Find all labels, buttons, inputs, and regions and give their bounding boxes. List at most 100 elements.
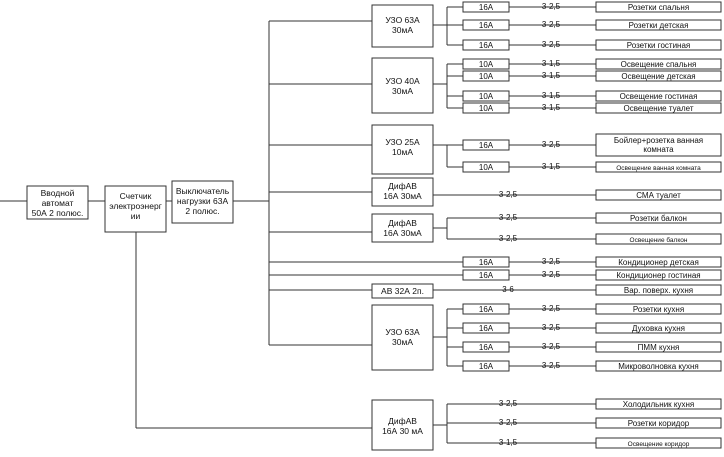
loads: Розетки спальня Розетки детская Розетки … <box>595 1 722 449</box>
rcd-label: УЗО 25А <box>385 137 420 147</box>
cable-label: 3-1,5 <box>542 103 561 112</box>
load-box <box>595 133 722 157</box>
breakers: 16А 16А 16А 10А 10А 10А 10А 16А 10А 16А … <box>462 1 510 372</box>
load-box <box>595 102 722 114</box>
breaker-rating: 16А <box>479 343 494 352</box>
breaker-box <box>462 256 510 268</box>
breaker-rating: 16А <box>479 21 494 30</box>
rcd-label: 30мА <box>392 337 413 347</box>
cable-label: 3-2,5 <box>542 2 561 11</box>
uzo-63a-kitchen-block: УЗО 63А 30мА <box>371 304 434 371</box>
load-label: Розетки спальня <box>628 3 689 12</box>
load-label: Холодильник кухня <box>623 400 694 409</box>
meter-block: Счетчик электроэнерг ии <box>104 185 167 233</box>
breaker-box <box>462 161 510 173</box>
load-label: Освещение спальня <box>621 60 697 69</box>
cable-label: 3-2,5 <box>542 270 561 279</box>
breaker-rating: 16А <box>479 41 494 50</box>
breaker-box <box>462 19 510 31</box>
load-label: Розетки балкон <box>630 214 687 223</box>
load-switch-label: Выключатель <box>176 186 230 196</box>
meter-box <box>104 185 167 233</box>
load-switch-label: 2 полюс. <box>185 206 219 216</box>
load-label: Освещение детская <box>621 72 695 81</box>
rcbo-label: ДифАВ <box>388 218 417 228</box>
load-box <box>595 322 722 334</box>
load-box <box>595 233 722 245</box>
rcd-box <box>371 124 434 175</box>
breaker-box <box>462 303 510 315</box>
breaker-box <box>462 58 510 70</box>
difav-sma-block: ДифАВ 16А 30мА <box>371 177 434 207</box>
load-box <box>595 39 722 51</box>
load-box <box>595 341 722 353</box>
breaker-rating: 10А <box>479 60 494 69</box>
load-label: СМА туалет <box>636 191 681 200</box>
load-label: Розетки кухня <box>633 305 684 314</box>
load-label: Розетки гостиная <box>627 41 690 50</box>
breaker-rating: 16А <box>479 258 494 267</box>
load-switch-block: Выключатель нагрузки 63А 2 полюс. <box>171 180 234 224</box>
breaker-rating: 10А <box>479 92 494 101</box>
rcd-label: УЗО 63А <box>385 327 420 337</box>
cable-label: 3-2,5 <box>542 361 561 370</box>
difav-balcony-block: ДифАВ 16А 30мА <box>371 213 434 243</box>
main-breaker-box <box>26 185 89 220</box>
rcd-box <box>371 57 434 114</box>
load-label: Духовка кухня <box>632 324 685 333</box>
load-label: Бойлер+розетка ванная <box>614 136 703 145</box>
cable-label: 3-1,5 <box>542 91 561 100</box>
load-box <box>595 90 722 102</box>
rcd-box <box>371 4 434 48</box>
breaker-rating: 16А <box>479 324 494 333</box>
load-box <box>595 161 722 173</box>
breaker-rating: 10А <box>479 104 494 113</box>
cable-labels: 3-2,5 3-2,5 3-2,5 3-1,5 3-1,5 3-1,5 3-1,… <box>499 2 561 447</box>
breaker-box <box>462 322 510 334</box>
load-box <box>595 269 722 281</box>
rcbo-label: ДифАВ <box>388 181 417 191</box>
uzo-63a-block: УЗО 63А 30мА <box>371 4 434 48</box>
load-label: Розетки детская <box>629 21 689 30</box>
load-label: Розетки коридор <box>628 419 690 428</box>
rcd-label: УЗО 63А <box>385 15 420 25</box>
wires <box>0 6 596 444</box>
load-box <box>595 212 722 224</box>
load-switch-label: нагрузки 63А <box>177 196 229 206</box>
cable-label: 3-2,5 <box>499 190 518 199</box>
load-label: Освещение ванная комната <box>616 165 701 172</box>
cable-label: 3-1,5 <box>542 162 561 171</box>
cable-label: 3-2,5 <box>542 20 561 29</box>
load-label: комната <box>643 145 674 154</box>
breaker-box <box>462 269 510 281</box>
rcbo-box <box>371 213 434 243</box>
main-breaker-label: 50А 2 полюс. <box>32 208 84 218</box>
load-label: Вар. поверх. кухня <box>624 286 693 295</box>
breaker-box <box>462 70 510 82</box>
breaker-box <box>371 283 434 299</box>
breaker-rating: 10А <box>479 72 494 81</box>
rcbo-label: 16А 30мА <box>383 191 422 201</box>
load-box <box>595 256 722 268</box>
load-label: Освещение гостиная <box>620 92 698 101</box>
breaker-box <box>462 1 510 13</box>
load-box <box>595 1 722 13</box>
load-label: ПММ кухня <box>638 343 680 352</box>
rcd-label: 30мА <box>392 25 413 35</box>
rcbo-label: ДифАВ <box>388 416 417 426</box>
breaker-rating: 16А <box>479 271 494 280</box>
cable-label: 3-1,5 <box>542 71 561 80</box>
breaker-rating: 10А <box>479 163 494 172</box>
breaker-box <box>462 90 510 102</box>
rcbo-box <box>371 399 434 451</box>
load-box <box>595 70 722 82</box>
rcd-label: 30мА <box>392 86 413 96</box>
breaker-rating: 16А <box>479 305 494 314</box>
cable-label: 3-1,5 <box>499 438 518 447</box>
load-label: Освещение туалет <box>624 104 694 113</box>
breaker-rating: 16А <box>479 141 494 150</box>
breaker-rating: 16А <box>479 362 494 371</box>
breaker-label: АВ 32А 2п. <box>381 286 424 296</box>
load-label: Кондиционер гостиная <box>616 271 700 280</box>
rcbo-label: 16А 30мА <box>383 228 422 238</box>
